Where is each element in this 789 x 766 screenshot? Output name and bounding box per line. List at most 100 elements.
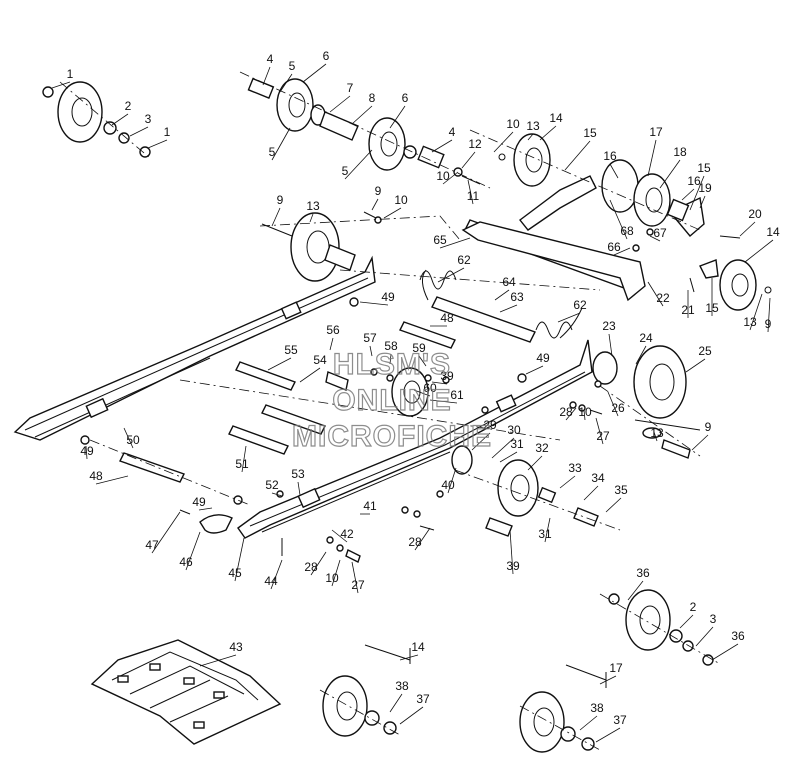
callout-leader-41 <box>439 237 471 249</box>
callout-leader-44 <box>609 199 628 240</box>
callout-leader-101 <box>595 727 621 743</box>
callout-label: 7 <box>347 81 354 95</box>
callout-leader-30 <box>749 293 763 331</box>
wheel-bottom-center <box>322 675 397 737</box>
callout-label: 68 <box>620 224 634 238</box>
callout-leader-82 <box>151 511 181 554</box>
wheel-lower-center <box>451 445 599 537</box>
callout-label: 32 <box>535 441 549 455</box>
callout-label: 15 <box>697 161 711 175</box>
callout-label: 15 <box>705 301 719 315</box>
watermark: HLSM'S ONLINE MICROFICHE <box>291 347 492 453</box>
callout-label: 62 <box>573 298 587 312</box>
callout-leader-17 <box>527 133 534 141</box>
callout-label: 17 <box>649 125 663 139</box>
callout-label: 5 <box>289 59 296 73</box>
callout-leader-14 <box>493 131 514 153</box>
callout-leader-86 <box>310 551 327 576</box>
callout-label: 39 <box>440 369 454 383</box>
callout-leader-61 <box>565 407 577 421</box>
callout-leader-81 <box>198 507 213 511</box>
callout-leader-58 <box>431 381 448 385</box>
track-section <box>90 639 282 745</box>
callout-leader-60 <box>525 365 544 375</box>
callout-label: 6 <box>323 49 330 63</box>
callout-leader-46 <box>494 289 510 301</box>
callout-leader-85 <box>270 559 283 590</box>
callout-label: 59 <box>412 341 426 355</box>
callout-label: 45 <box>228 566 242 580</box>
callout-leader-19 <box>564 140 591 171</box>
callout-label: 17 <box>609 661 623 675</box>
callout-label: 49 <box>381 290 395 304</box>
callout-label: 52 <box>265 478 279 492</box>
callout-label: 16 <box>687 174 701 188</box>
callout-label: 3 <box>145 112 152 126</box>
callout-label: 40 <box>441 478 455 492</box>
callout-leader-48 <box>557 312 581 323</box>
callout-label: 1 <box>164 125 171 139</box>
callout-label: 16 <box>603 149 617 163</box>
callout-label: 22 <box>656 291 670 305</box>
callout-leader-88 <box>351 561 359 594</box>
callout-leader-51 <box>267 357 292 371</box>
callout-leader-49 <box>359 301 389 306</box>
callout-leader-90 <box>414 527 431 551</box>
callout-leader-84 <box>234 537 245 582</box>
callout-label: 46 <box>179 555 193 569</box>
wheel-top-left <box>42 81 151 158</box>
callout-leader-72 <box>447 467 457 494</box>
callout-leader-27 <box>744 239 774 263</box>
callout-leader-80 <box>85 445 88 460</box>
callout-label: 4 <box>449 125 456 139</box>
callout-leader-38 <box>309 213 314 223</box>
callout-label: 30 <box>507 423 521 437</box>
callout-label: 28 <box>408 535 422 549</box>
callout-leader-79 <box>95 475 129 485</box>
watermark-line-3: MICROFICHE <box>292 420 492 453</box>
callout-leader-43 <box>649 235 661 242</box>
callout-label: 13 <box>743 315 757 329</box>
callout-label: 49 <box>80 444 94 458</box>
callout-leader-100 <box>579 715 598 731</box>
callout-label: 10 <box>436 169 450 183</box>
callout-label: 14 <box>411 640 425 654</box>
callout-label: 43 <box>229 640 243 654</box>
callout-label: 50 <box>126 433 140 447</box>
callout-leader-lines <box>51 63 774 743</box>
callout-label: 2 <box>125 99 132 113</box>
callout-leader-74 <box>331 529 348 543</box>
wheel-top-right-pair <box>601 159 690 227</box>
callout-label: 56 <box>326 323 340 337</box>
callout-leader-31 <box>767 297 771 333</box>
callout-leader-93 <box>679 614 694 629</box>
callout-label: 28 <box>559 405 573 419</box>
callout-label: 65 <box>433 233 447 247</box>
callout-leader-70 <box>605 497 622 513</box>
callout-label: 35 <box>614 483 628 497</box>
callout-leader-36 <box>607 391 619 417</box>
front-torque-arm <box>461 175 705 302</box>
callout-leader-102 <box>653 431 658 442</box>
callout-label: 27 <box>351 578 365 592</box>
callout-label: 13 <box>526 119 540 133</box>
callout-leader-34 <box>635 345 647 365</box>
callout-leader-56 <box>418 355 427 367</box>
callout-label: 10 <box>578 405 592 419</box>
callout-leader-40 <box>383 207 402 219</box>
callout-leader-8 <box>351 105 373 125</box>
callout-leader-59 <box>429 399 458 404</box>
callout-label: 51 <box>235 457 249 471</box>
callout-label: 13 <box>306 199 320 213</box>
callout-label: 39 <box>506 559 520 573</box>
callout-leader-37 <box>271 207 281 227</box>
callout-label: 10 <box>325 571 339 585</box>
callout-label: 60 <box>423 381 437 395</box>
callout-label: 4 <box>267 52 274 66</box>
callout-leader-9 <box>271 127 291 161</box>
callout-label: 66 <box>607 240 621 254</box>
callout-label: 38 <box>590 701 604 715</box>
callout-leader-23 <box>681 188 695 201</box>
callout-leader-22 <box>659 159 681 189</box>
callout-label: 14 <box>549 111 563 125</box>
